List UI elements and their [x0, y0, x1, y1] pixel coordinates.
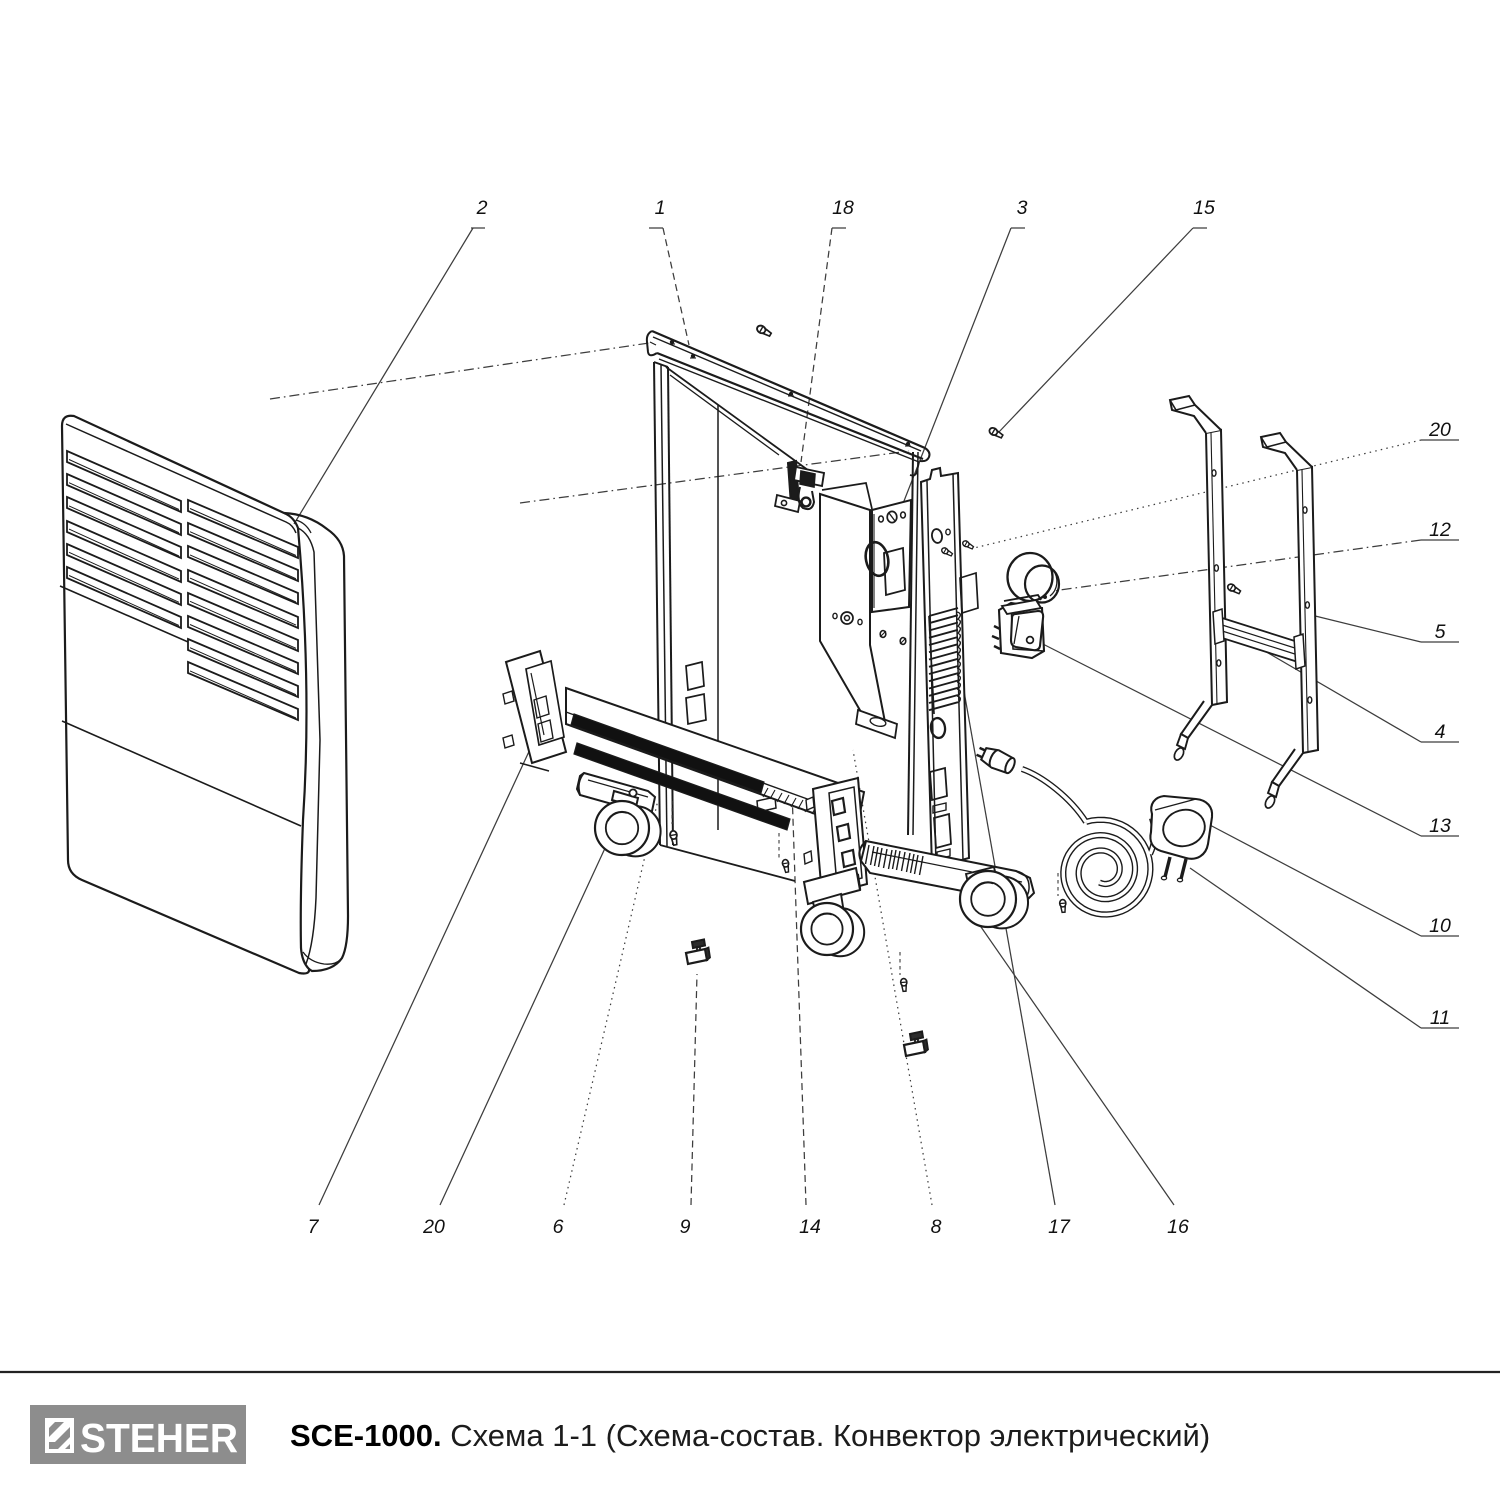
svg-text:5: 5 — [1435, 621, 1446, 643]
svg-text:3: 3 — [1017, 197, 1028, 219]
svg-text:10: 10 — [1429, 915, 1451, 937]
svg-text:18: 18 — [832, 197, 854, 219]
svg-text:4: 4 — [1435, 721, 1446, 743]
svg-text:15: 15 — [1193, 197, 1215, 219]
svg-text:20: 20 — [1428, 419, 1451, 441]
svg-text:17: 17 — [1048, 1216, 1071, 1238]
svg-text:1: 1 — [655, 197, 666, 219]
svg-text:9: 9 — [680, 1216, 691, 1238]
svg-text:2: 2 — [476, 197, 488, 219]
svg-text:8: 8 — [931, 1216, 942, 1238]
svg-text:11: 11 — [1430, 1007, 1450, 1029]
svg-text:13: 13 — [1429, 815, 1451, 837]
svg-text:12: 12 — [1429, 519, 1451, 541]
svg-text:SCE-1000. Схема 1-1 (Схема-сос: SCE-1000. Схема 1-1 (Схема-состав. Конве… — [290, 1418, 1210, 1453]
svg-text:STEHER: STEHER — [80, 1415, 238, 1461]
svg-text:6: 6 — [553, 1216, 564, 1238]
svg-text:7: 7 — [308, 1216, 320, 1238]
svg-text:14: 14 — [799, 1216, 821, 1238]
svg-text:20: 20 — [422, 1216, 445, 1238]
svg-text:16: 16 — [1167, 1216, 1189, 1238]
